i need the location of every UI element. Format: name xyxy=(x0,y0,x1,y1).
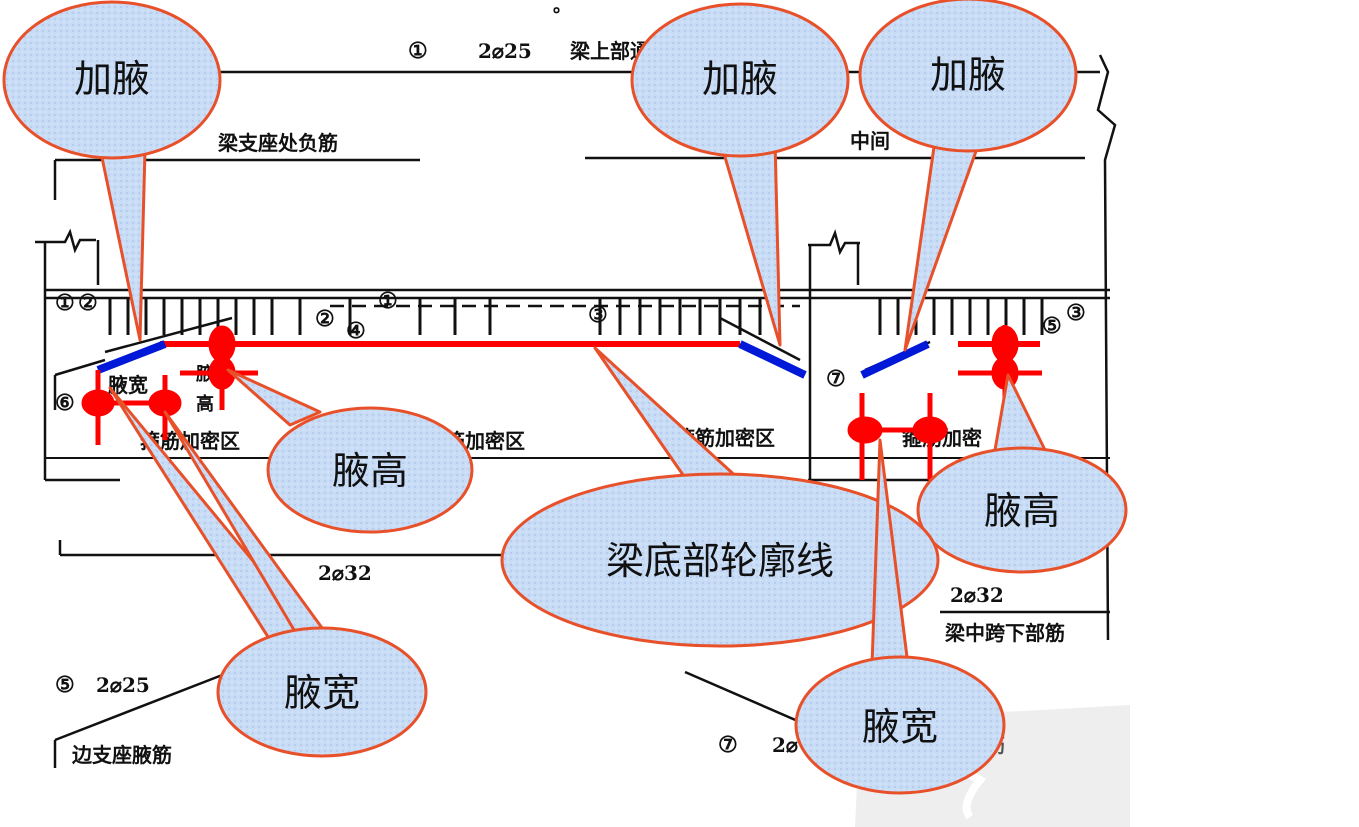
middle-label: 中间 xyxy=(850,129,890,153)
haunch-blue-mid xyxy=(738,340,807,379)
stirrups xyxy=(108,298,1044,335)
edge-support-haunch-bar-label: 边支座腋筋 xyxy=(71,743,172,767)
callout-height-right: 腋高 xyxy=(916,373,1128,574)
rebar-bottom-left-label: 2⌀32 xyxy=(318,561,372,585)
circle-label-3: ③ xyxy=(588,302,608,328)
circle-label-1c: ① xyxy=(378,288,398,314)
support-neg-bar-label: 梁支座处负筋 xyxy=(217,131,338,155)
callout-height-left: 腋高 xyxy=(226,368,474,534)
callout-height-left-text: 腋高 xyxy=(332,449,408,493)
circle-label-5: ⑤ xyxy=(1042,313,1062,339)
right-break-mark xyxy=(1096,54,1117,641)
callout-width-right: 腋宽 xyxy=(794,438,1006,795)
callout-haunch-right-text: 加腋 xyxy=(930,53,1006,97)
rebar-edge-label: 2⌀25 xyxy=(96,673,150,697)
circle-label-7b: ⑦ xyxy=(718,732,738,758)
callout-width-left-text: 腋宽 xyxy=(284,671,360,715)
circle-label-1b: ① xyxy=(55,290,75,316)
circle-label-6: ⑥ xyxy=(55,390,75,416)
callout-contour: 梁底部轮廓线 xyxy=(500,346,940,648)
rebar-top-label: 2⌀25 xyxy=(478,39,532,63)
dim-dot-left-1 xyxy=(81,389,115,417)
callout-haunch-right: 加腋 xyxy=(858,0,1078,352)
callouts: 加腋 加腋 加腋 腋高 腋高 梁底部轮廓线 xyxy=(2,0,1128,795)
circle-label-2: ② xyxy=(78,290,98,316)
mid-span-bottom-bar-label: 梁中跨下部筋 xyxy=(944,621,1065,645)
top-mark: 。 xyxy=(553,0,571,17)
circle-label-7: ⑦ xyxy=(826,366,846,392)
circle-label-1: ① xyxy=(408,38,428,64)
callout-haunch-left-text: 加腋 xyxy=(74,57,150,101)
callout-haunch-mid: 加腋 xyxy=(630,2,850,347)
highlights xyxy=(81,325,1042,480)
circle-label-3b: ③ xyxy=(1066,300,1086,326)
structural-drawing xyxy=(35,54,1117,768)
dim-dot-right-2 xyxy=(912,416,948,444)
circle-label-2b: ② xyxy=(315,306,335,332)
callout-height-right-text: 腋高 xyxy=(984,489,1060,533)
callout-contour-text: 梁底部轮廓线 xyxy=(606,539,834,583)
dim-dot-left-3 xyxy=(208,325,236,363)
rebar-bottom-right-label: 2⌀32 xyxy=(950,583,1004,607)
haunch-height-small-label-2: 高 xyxy=(196,393,214,415)
callout-haunch-left: 加腋 xyxy=(2,0,222,342)
dim-dot-right-1 xyxy=(847,416,883,444)
callout-haunch-mid-text: 加腋 xyxy=(702,57,778,101)
dim-dot-right-3 xyxy=(991,325,1019,363)
haunch-blue-left xyxy=(96,340,167,374)
callout-width-left: 腋宽 xyxy=(108,386,428,758)
circle-label-5b: ⑤ xyxy=(55,672,75,698)
haunch-blue-right xyxy=(860,340,930,379)
circle-label-4: ④ xyxy=(346,318,366,344)
callout-width-right-text: 腋宽 xyxy=(862,705,938,749)
rebar-7-partial-label: 2⌀ xyxy=(772,733,798,757)
